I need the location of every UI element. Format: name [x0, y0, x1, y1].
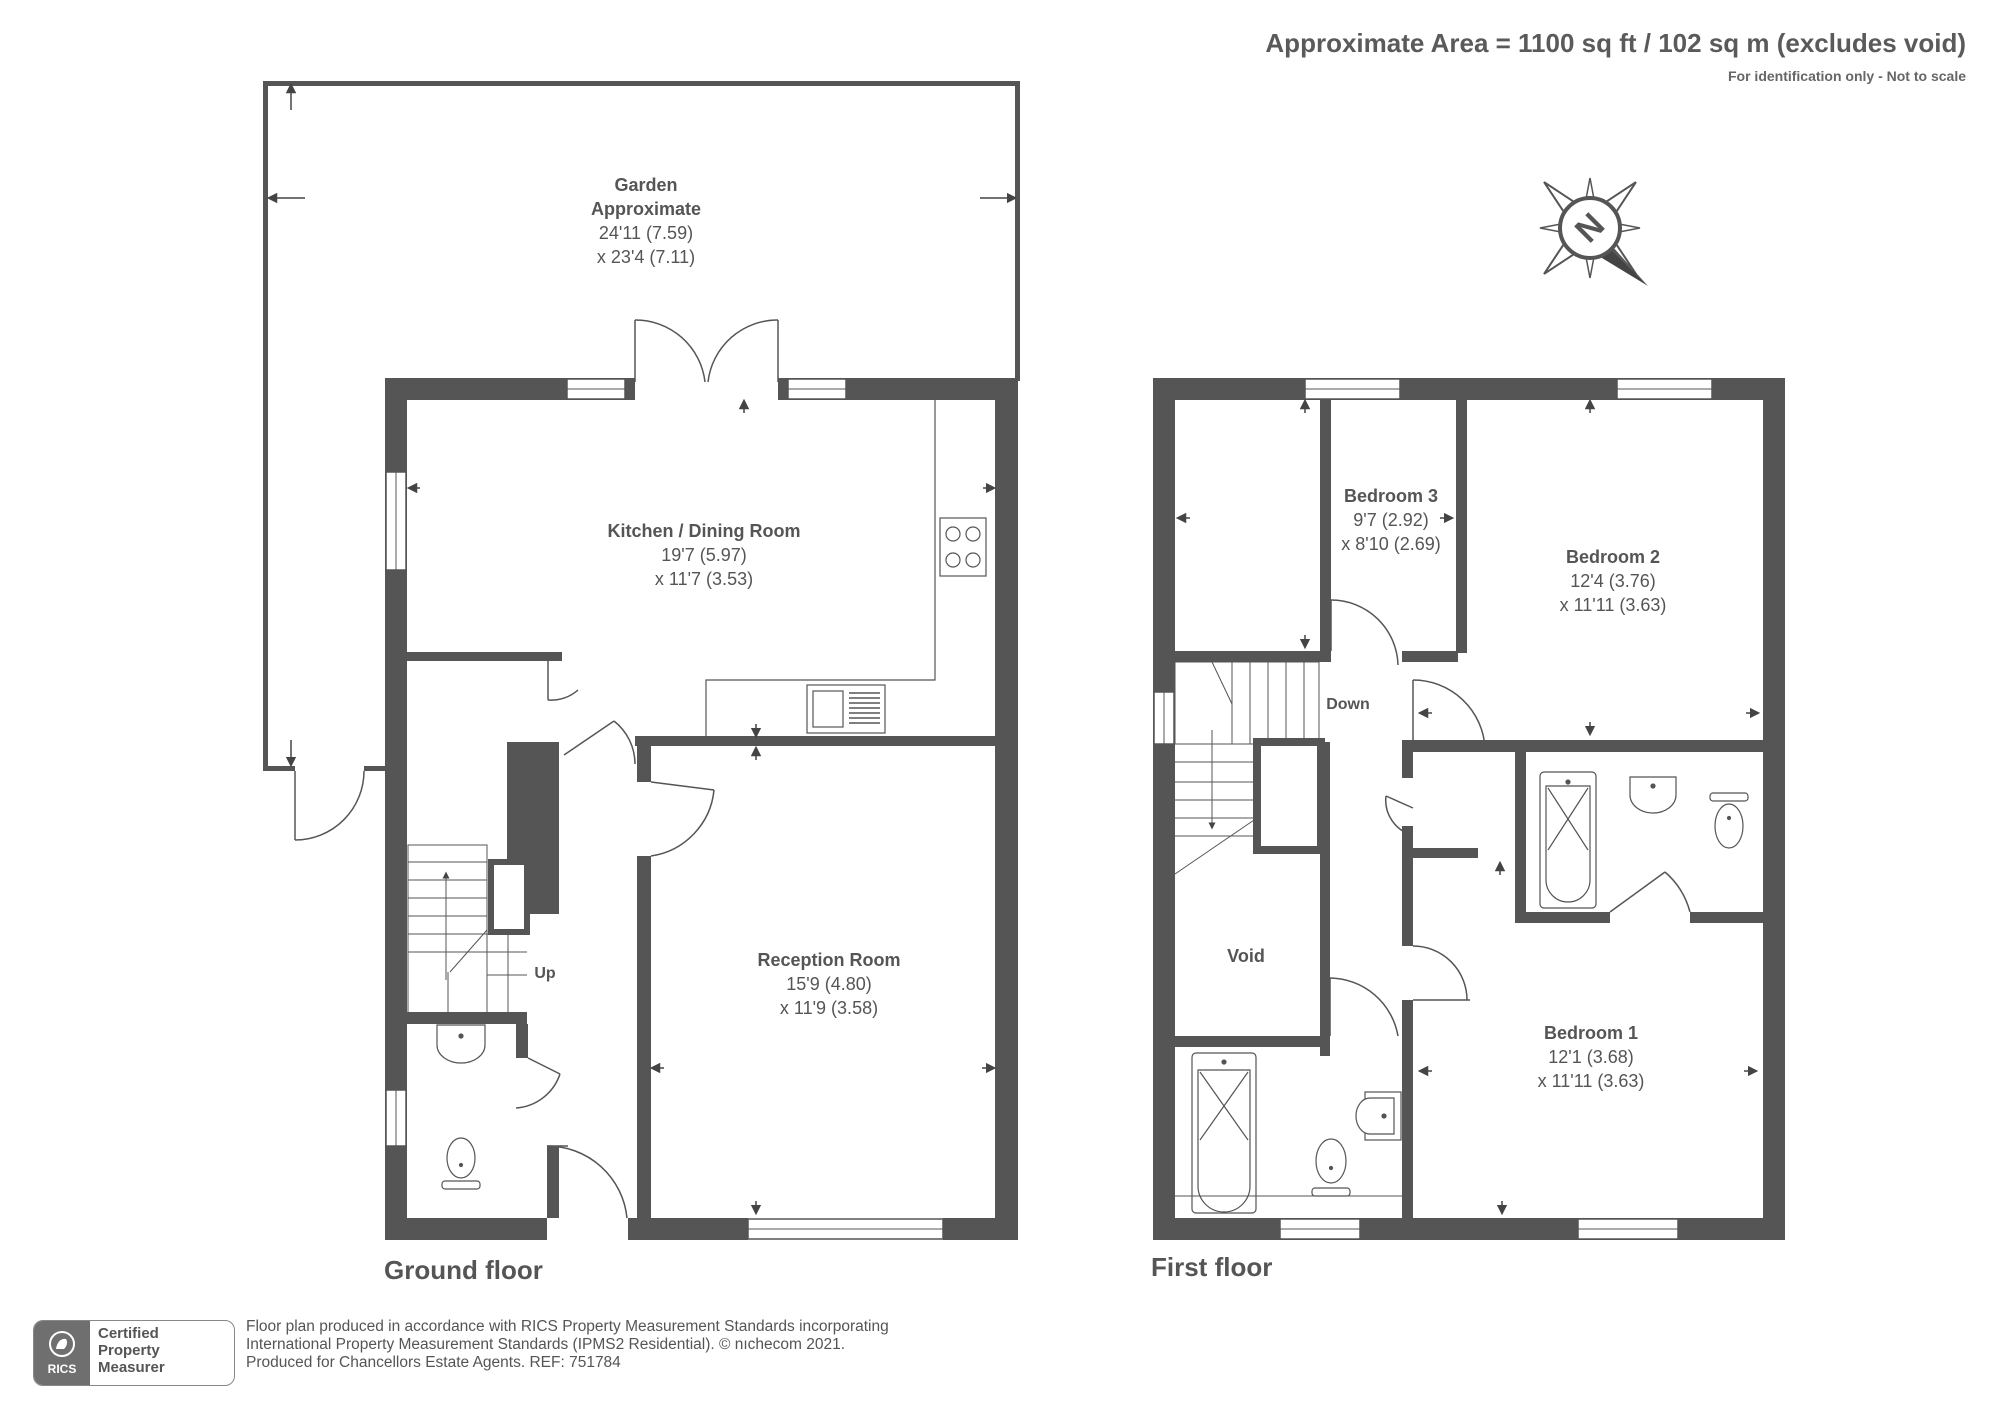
wall: [1402, 748, 1413, 778]
first-floor-plan: [1153, 378, 1785, 1240]
bedroom2-name: Bedroom 2: [1566, 547, 1660, 567]
bedroom2-dim-1: 12'4 (3.76): [1570, 571, 1656, 591]
bedroom1-dim-2: x 11'11 (3.63): [1538, 1071, 1645, 1091]
wall: [637, 856, 651, 1236]
ground-floor-plan: [263, 81, 1020, 1240]
approximate-area: Approximate Area = 1100 sq ft / 102 sq m…: [1265, 28, 1966, 58]
kitchen-dim-1: 19'7 (5.97): [661, 545, 747, 565]
wall: [547, 1146, 559, 1218]
badge-line-2: Property: [98, 1342, 160, 1359]
bedroom1-dim-1: 12'1 (3.68): [1548, 1047, 1634, 1067]
footer-line-3: Produced for Chancellors Estate Agents. …: [246, 1354, 621, 1371]
garden-boundary: [263, 81, 1020, 771]
wall: [1515, 912, 1610, 923]
scale-note: For identification only - Not to scale: [1727, 68, 1966, 84]
wall: [1402, 848, 1478, 858]
wall: [1402, 826, 1413, 866]
badge-line-3: Measurer: [98, 1359, 165, 1376]
ground-floor-label: Ground floor: [384, 1255, 543, 1285]
basin-icon: [436, 1024, 486, 1064]
bath-icon: [1191, 1052, 1257, 1214]
garden-name: Garden: [614, 175, 677, 195]
wall: [635, 736, 995, 746]
dimension-arrows: [266, 82, 1018, 1216]
bedroom3-dim-2: x 8'10 (2.69): [1341, 534, 1441, 554]
wall: [1402, 1000, 1413, 1218]
wall: [1175, 651, 1331, 662]
stairs-up-label: Up: [534, 965, 556, 982]
garden-dim-2: x 23'4 (7.11): [597, 247, 695, 267]
door: [1329, 599, 1691, 1037]
window: [385, 378, 944, 1240]
rics-badge-text: Certified Property Measurer: [90, 1321, 173, 1385]
lion-crest-icon: [49, 1331, 75, 1357]
toilet-icon: [1709, 792, 1749, 849]
kitchen-counter: [705, 400, 936, 736]
airing-cupboard: [1253, 738, 1325, 854]
toilet-icon: [1311, 1138, 1351, 1197]
kitchen-name: Kitchen / Dining Room: [608, 521, 801, 541]
first-floor-label: First floor: [1151, 1252, 1272, 1282]
wall: [637, 746, 651, 782]
wall: [1456, 400, 1467, 653]
chimney-breast: [488, 859, 530, 935]
stairs: [407, 844, 527, 1014]
wall: [1690, 912, 1763, 923]
rics-certified-badge: RICS Certified Property Measurer: [33, 1320, 235, 1386]
bedroom3-dim-1: 9'7 (2.92): [1353, 510, 1428, 530]
wall: [628, 1218, 748, 1240]
rics-logo: RICS: [34, 1321, 90, 1385]
footer-line-1: Floor plan produced in accordance with R…: [246, 1318, 889, 1335]
wall: [385, 378, 407, 1240]
footer-line-2: International Property Measurement Stand…: [246, 1336, 845, 1353]
wall: [1153, 378, 1175, 1240]
reception-dim-2: x 11'9 (3.58): [780, 998, 878, 1018]
wall: [1175, 1036, 1330, 1047]
bedroom2-dim-2: x 11'11 (3.63): [1560, 595, 1667, 615]
wall: [995, 378, 1018, 1240]
badge-line-1: Certified: [98, 1325, 159, 1342]
compass-icon: N: [1539, 177, 1648, 286]
kitchen-dim-2: x 11'7 (3.53): [655, 569, 753, 589]
basin-icon: [1629, 776, 1677, 814]
garden-dim-1: 24'11 (7.59): [599, 223, 693, 243]
bath-icon: [1539, 771, 1597, 909]
footer-disclaimer: Floor plan produced in accordance with R…: [246, 1318, 889, 1372]
reception-dim-1: 15'9 (4.80): [786, 974, 872, 994]
sink-icon: [806, 684, 886, 734]
bedroom1-name: Bedroom 1: [1544, 1023, 1638, 1043]
wall: [1153, 1218, 1785, 1240]
hob-icon: [939, 517, 987, 577]
wall: [1402, 858, 1413, 946]
wall: [943, 1218, 1018, 1240]
bedroom3-name: Bedroom 3: [1344, 486, 1438, 506]
toilet-icon: [441, 1137, 481, 1190]
wall: [516, 1024, 528, 1058]
reception-name: Reception Room: [757, 950, 900, 970]
dimension-arrows: [1175, 398, 1761, 1216]
rics-brand: RICS: [47, 1362, 77, 1376]
stairs: [1174, 661, 1320, 875]
wall: [1402, 740, 1763, 752]
wall: [1402, 651, 1458, 662]
wall: [407, 652, 562, 661]
stairs-down-label: Down: [1326, 696, 1370, 713]
wall: [1320, 742, 1330, 1043]
garden-name-2: Approximate: [591, 199, 701, 219]
wall: [1320, 400, 1331, 653]
wall: [1763, 378, 1785, 1240]
basin-icon: [1355, 1091, 1402, 1141]
void-label: Void: [1227, 946, 1265, 966]
wall: [1515, 752, 1526, 922]
wall: [385, 1218, 547, 1240]
door: [294, 319, 779, 1219]
wall: [407, 1012, 527, 1024]
